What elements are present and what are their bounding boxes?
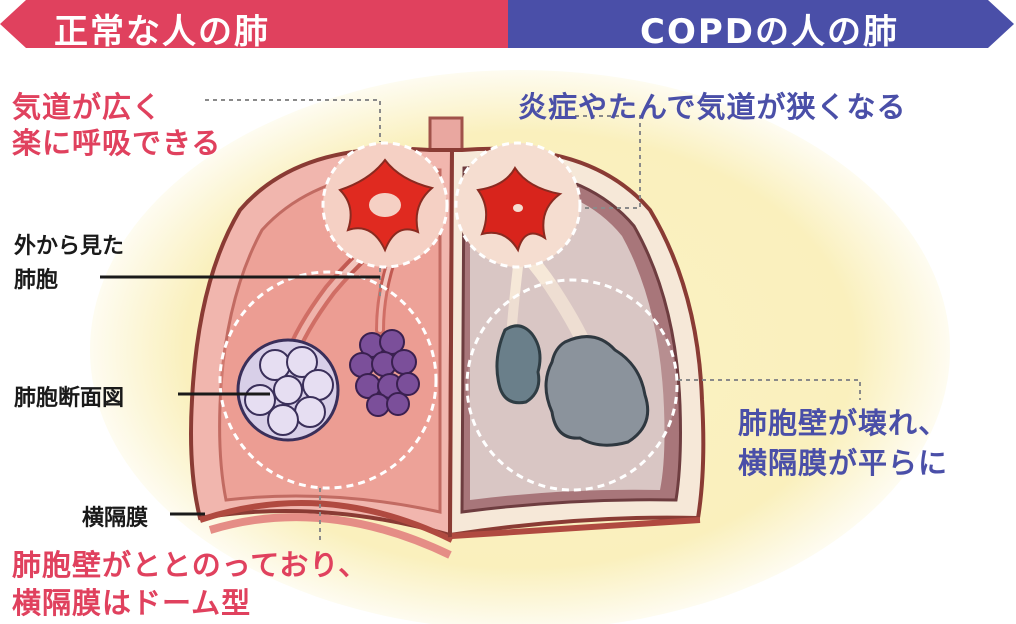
copd-airway-label: 炎症やたんで気道が狭くなる [518, 84, 907, 126]
copd-lung-title: COPDの人の肺 [640, 4, 899, 53]
alveoli-outside-label-line2: 肺胞 [14, 262, 58, 294]
normal-lung-title: 正常な人の肺 [54, 4, 270, 53]
copd-airway-lumen [513, 204, 523, 212]
copd-alveoli-small [497, 326, 540, 403]
copd-bottom-label-line2: 横隔膜が平らに [738, 440, 948, 482]
normal-bottom-label-line2: 横隔膜はドーム型 [12, 580, 251, 622]
normal-bottom-label-line1: 肺胞壁がととのっており、 [12, 542, 368, 584]
diaphragm-label: 横隔膜 [82, 500, 148, 532]
alveoli-section-cluster [238, 340, 338, 440]
normal-airway-lumen [369, 193, 401, 217]
alveoli-section-label: 肺胞断面図 [14, 380, 124, 412]
copd-bottom-label-line1: 肺胞壁が壊れ、 [738, 400, 948, 442]
normal-airway-label-line2: 楽に呼吸できる [12, 120, 221, 162]
alveoli-outside-label-line1: 外から見た [14, 228, 124, 260]
